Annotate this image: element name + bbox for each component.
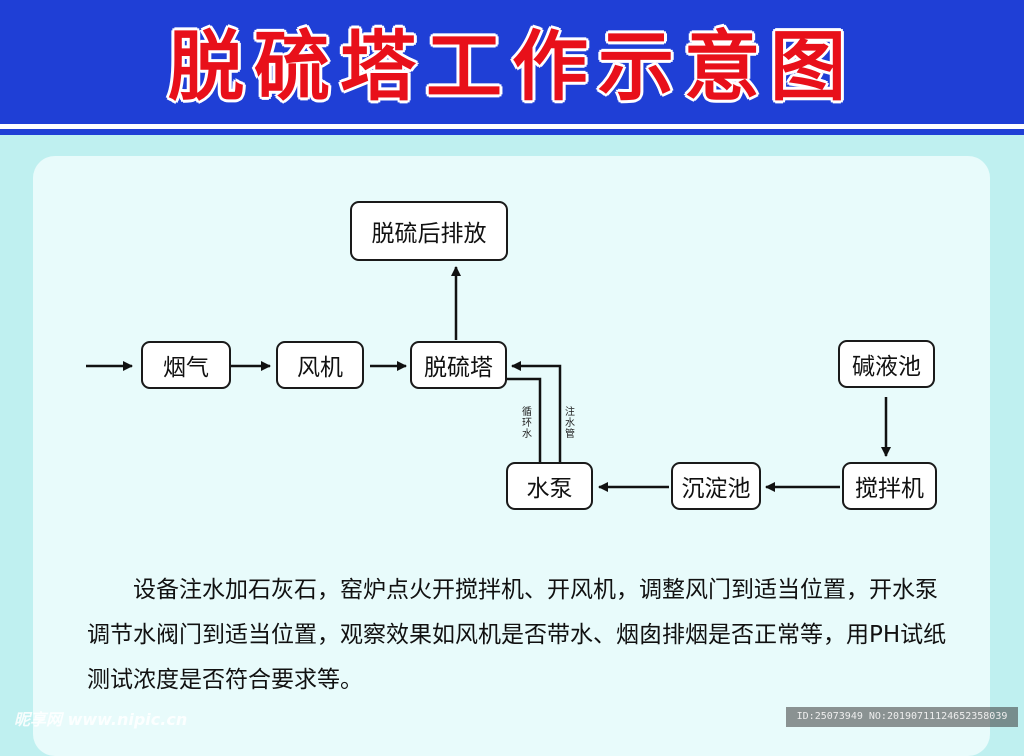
diagram-panel (33, 156, 990, 756)
page-title: 脱硫塔工作示意图 (168, 22, 856, 111)
node-water-pump: 水泵 (506, 462, 593, 510)
node-flue-gas: 烟气 (141, 341, 231, 389)
node-settling-pool: 沉淀池 (671, 462, 761, 510)
node-mixer: 搅拌机 (842, 462, 937, 510)
node-fan: 风机 (276, 341, 364, 389)
header-divider (0, 124, 1024, 129)
flow-arrows (86, 266, 891, 492)
pipe-circulating-water (506, 377, 542, 462)
pipe-inlet-water (511, 361, 562, 462)
watermark-id: ID:25073949 NO:20190711124652358039 (786, 707, 1018, 727)
node-desulfurization-tower: 脱硫塔 (410, 341, 507, 389)
header-banner (0, 0, 1024, 124)
node-alkali-pool: 碱液池 (838, 340, 935, 388)
node-discharge: 脱硫后排放 (350, 201, 508, 261)
description-text: 设备注水加石灰石，窑炉点火开搅拌机、开风机，调整风门到适当位置，开水泵调节水阀门… (87, 577, 947, 693)
header-divider-blue (0, 129, 1024, 135)
watermark-logo: 昵享网 www.nipic.cn (14, 710, 188, 729)
label-circulating-water: 循环水 (522, 407, 532, 440)
label-inlet-pipe: 注水管 (565, 407, 575, 440)
